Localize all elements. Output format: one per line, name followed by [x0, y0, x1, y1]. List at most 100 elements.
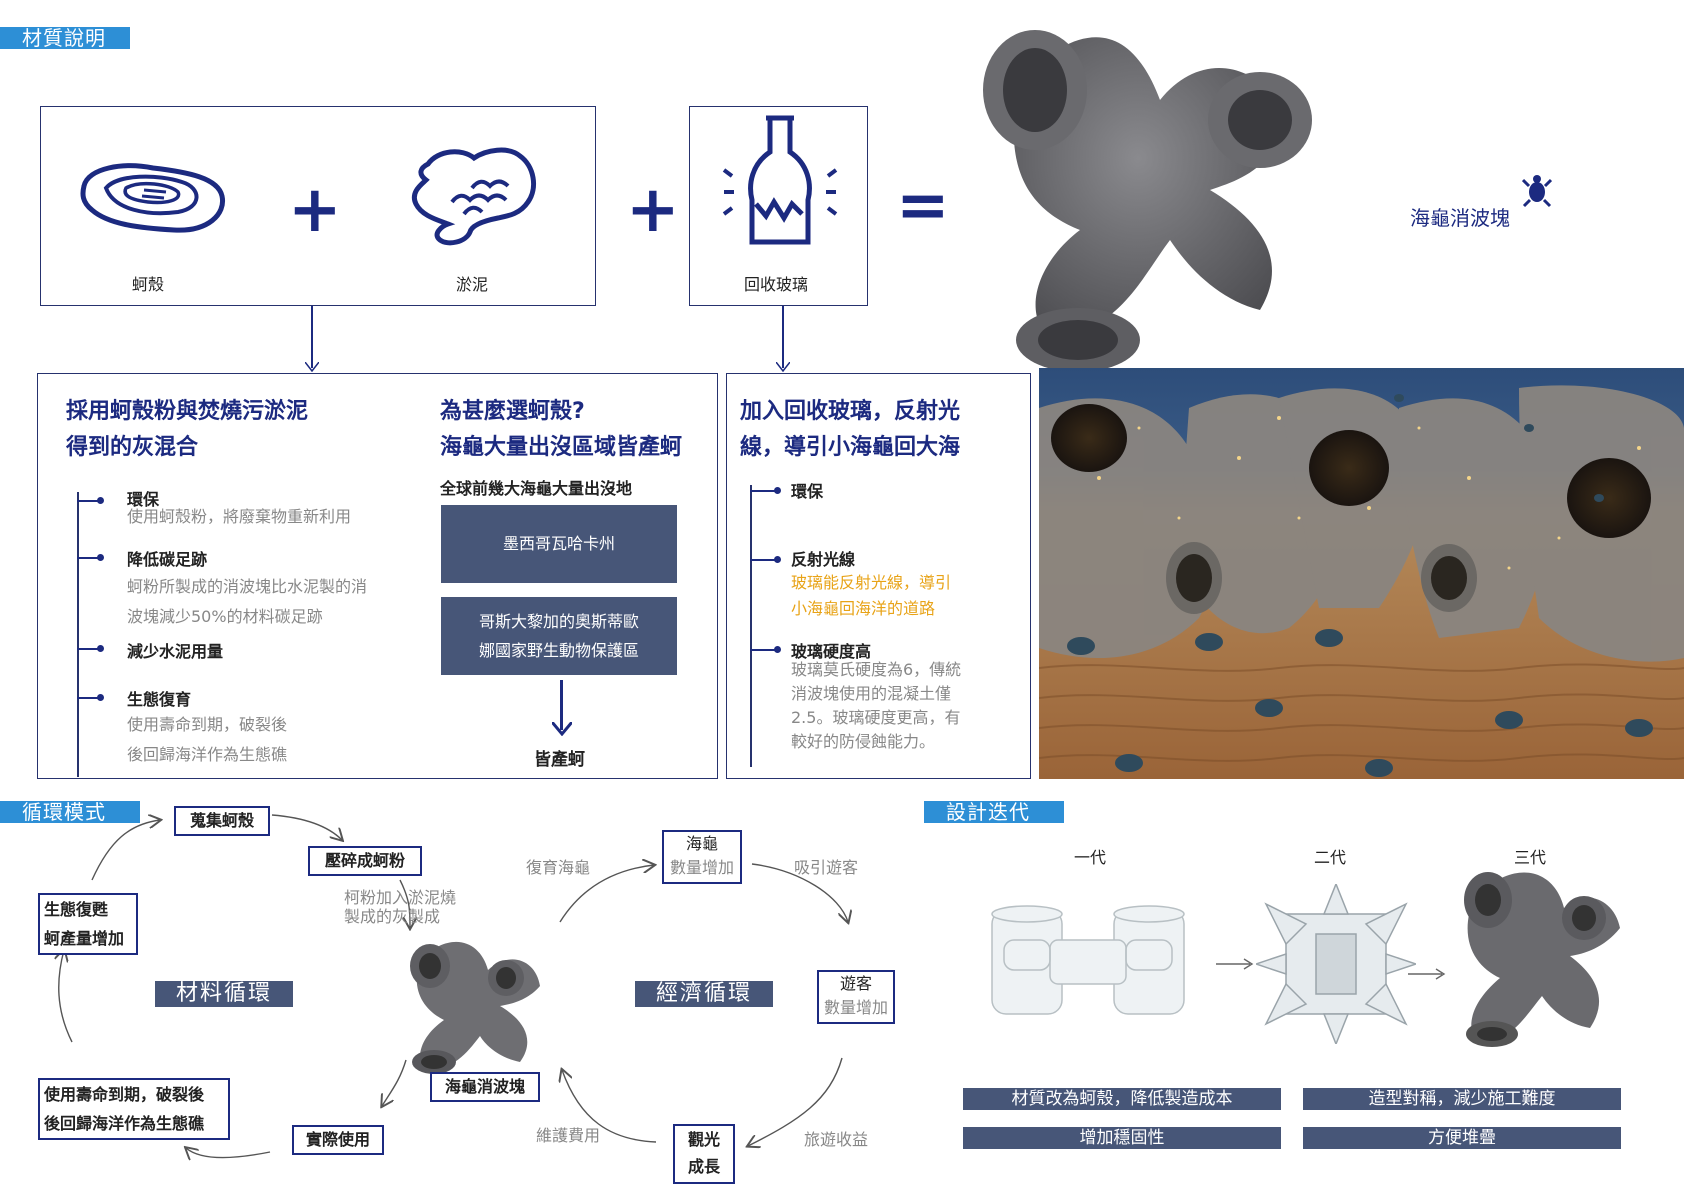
tourism-growth-box: 觀光 成長: [673, 1124, 735, 1184]
bullet-tick: [750, 559, 776, 561]
material-section-tag: 材質說明: [0, 27, 130, 49]
maintenance-note: 維護費用: [536, 1126, 601, 1145]
place-costa-rica-line-1: 哥斯大黎加的奧斯蒂歐: [478, 612, 639, 631]
left-item-4-head: 生態復育: [127, 690, 192, 709]
left-item-3-head: 減少水泥用量: [127, 642, 224, 661]
eco-recovery-line-1: 生態復甦: [44, 900, 109, 919]
mud-label: 淤泥: [456, 275, 489, 294]
arrow-head-left: [305, 362, 319, 372]
bullet-tick: [750, 490, 776, 492]
place-costa-rica: 哥斯大黎加的奧斯蒂歐 娜國家野生動物保護區: [441, 597, 677, 675]
left-title-2: 得到的灰混合: [66, 435, 199, 460]
right-item-2-desc-1: 玻璃能反射光線，導引: [791, 573, 952, 592]
arrow-line-right: [782, 306, 784, 368]
mid-result: 皆產蚵: [534, 750, 585, 770]
mid-title-2: 海龜大量出沒區域皆產蚵: [440, 435, 683, 460]
visitor-increase-line-2: 數量增加: [823, 998, 888, 1017]
sludge-icon: [411, 147, 537, 246]
bullet-dot: [774, 487, 781, 494]
beach-scene-photo: [1039, 368, 1684, 779]
left-bullet-rail: [77, 492, 79, 777]
tourism-growth-line-1: 觀光: [687, 1130, 720, 1149]
ingredients-box: [40, 106, 596, 306]
center-product-box: 海龜消波塊: [430, 1072, 540, 1102]
equals-sign: =: [896, 169, 950, 243]
glass-detail-box: [726, 373, 1031, 779]
restore-turtle-note: 復育海龜: [526, 858, 591, 877]
left-item-4-desc-1: 使用壽命到期，破裂後: [127, 715, 288, 734]
left-item-1-desc: 使用蚵殼粉，將廢棄物重新利用: [127, 507, 352, 526]
bullet-dot: [97, 554, 104, 561]
center-block-render: [410, 941, 540, 1074]
broken-glass-icon: [722, 115, 838, 245]
bullet-dot: [97, 497, 104, 504]
oyster-label: 蚵殼: [132, 275, 165, 294]
bullet-tick: [77, 557, 99, 559]
right-title-2: 線，導引小海龜回大海: [740, 435, 961, 460]
turtle-increase-line-2: 數量增加: [669, 858, 734, 877]
visitor-increase-line-1: 遊客: [839, 974, 872, 993]
gen3-block-render: [1464, 872, 1620, 1047]
right-title-1: 加入回收玻璃，反射光: [740, 399, 961, 424]
bullet-dot: [97, 694, 104, 701]
place-costa-rica-line-2: 娜國家野生動物保護區: [478, 641, 639, 660]
right-item-3-desc-4: 較好的防侵蝕能力。: [791, 732, 936, 751]
mid-title-1: 為甚麼選蚵殼?: [440, 399, 585, 424]
economic-loop-label: 經濟循環: [635, 981, 773, 1007]
attract-visitors-note: 吸引遊客: [794, 858, 859, 877]
turtle-increase-line-1: 海龜: [685, 834, 718, 853]
end-of-life-line-1: 使用壽命到期，破裂後: [44, 1085, 205, 1104]
iteration-note-1: 材質改為蚵殼，降低製造成本: [963, 1088, 1281, 1110]
iteration-arrow-2: [1408, 968, 1446, 980]
arrow-head-right: [776, 362, 790, 372]
bullet-dot: [774, 646, 781, 653]
bullet-dot: [97, 645, 104, 652]
right-item-2-head: 反射光線: [791, 550, 856, 569]
wave-block-render: [983, 30, 1312, 370]
left-title-1: 採用蚵殼粉與焚燒污淤泥: [66, 399, 309, 424]
arrow-line-left: [311, 306, 313, 368]
right-item-1-head: 環保: [791, 482, 824, 501]
tourism-growth-line-2: 成長: [687, 1157, 720, 1176]
glass-box: [689, 106, 868, 306]
down-arrow-line: [560, 680, 563, 730]
mid-subtitle: 全球前幾大海龜大量出沒地: [440, 479, 633, 498]
turtle-logo-icon: [1522, 175, 1552, 208]
right-item-3-desc-1: 玻璃莫氏硬度為6，傳統: [791, 660, 962, 679]
visitor-increase-box: 遊客 數量增加: [817, 970, 895, 1024]
oyster-shell-icon: [80, 163, 226, 233]
cycle-section-tag: 循環模式: [0, 801, 140, 823]
right-item-2-desc-2: 小海龜回海洋的道路: [791, 599, 936, 618]
eco-recovery-box: 生態復甦 蚵產量增加: [38, 893, 138, 955]
bullet-tick: [77, 500, 99, 502]
end-of-life-box: 使用壽命到期，破裂後 後回歸海洋作為生態礁: [38, 1078, 230, 1140]
cycle-arrows: [0, 780, 920, 1191]
oyster-detail-box: [37, 373, 718, 779]
eco-recovery-line-2: 蚵產量增加: [44, 929, 125, 948]
right-bullet-rail: [750, 485, 752, 767]
right-item-3-head: 玻璃硬度高: [791, 642, 872, 661]
left-item-1-head: 環保: [127, 490, 160, 509]
gen2-label: 二代: [1314, 848, 1347, 867]
plus-sign-1: +: [288, 173, 342, 247]
bullet-tick: [77, 697, 99, 699]
gen3-label: 三代: [1514, 848, 1547, 867]
place-mexico: 墨西哥瓦哈卡州: [441, 505, 677, 583]
down-arrow-icon: [552, 722, 572, 736]
left-item-4-desc-2: 後回歸海洋作為生態礁: [127, 745, 288, 764]
collect-oyster-box: 蒐集蚵殼: [174, 806, 270, 836]
end-of-life-line-2: 後回歸海洋作為生態礁: [44, 1114, 205, 1133]
gen1-glass-block: [991, 905, 1185, 1015]
mix-note-line-1: 柯粉加入淤泥燒: [344, 888, 457, 907]
iteration-arrow-1: [1216, 958, 1254, 970]
bullet-tick: [750, 649, 776, 651]
glass-label: 回收玻璃: [744, 275, 809, 294]
actual-use-box: 實際使用: [292, 1125, 384, 1155]
bullet-dot: [774, 556, 781, 563]
turtle-increase-box: 海龜 數量增加: [662, 830, 742, 884]
iteration-note-4: 方便堆疊: [1303, 1127, 1621, 1149]
left-item-2-head: 降低碳足跡: [127, 550, 208, 569]
tour-income-note: 旅遊收益: [804, 1130, 869, 1149]
right-item-3-desc-3: 2.5。玻璃硬度更高，有: [791, 708, 961, 727]
mix-note-line-2: 製成的灰製成: [344, 907, 441, 926]
